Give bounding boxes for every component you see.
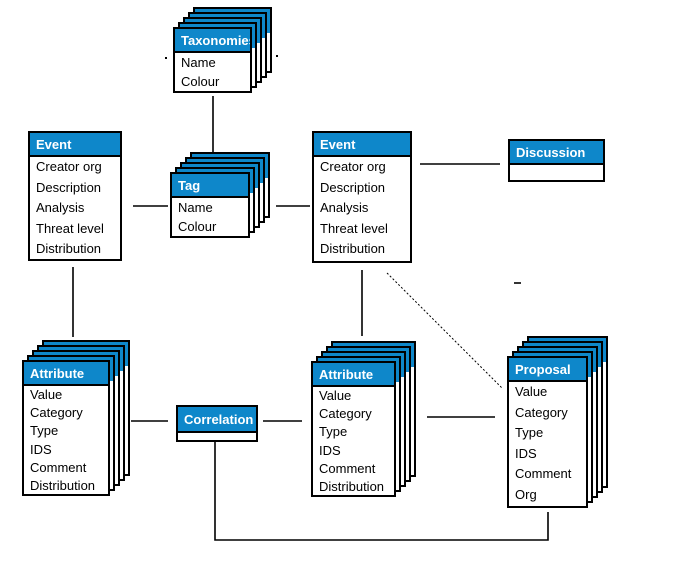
entity-field: Distribution [36,241,102,256]
entity-title: Tag [172,174,248,198]
entity-field: Analysis [36,200,85,215]
entity-field: Name [181,55,216,70]
entity-field: Description [36,179,102,195]
connector-correlation-proposal [214,442,549,541]
entity-field: IDS [319,442,341,458]
entity-field: IDS [30,441,52,457]
connector-eventcenter-proposal [386,272,504,390]
entity-title: Taxonomies [175,29,250,53]
entity-attribute-left: Attribute Value Category Type IDS Commen… [22,340,130,496]
stray-dot [276,55,278,57]
entity-event-left: Event Creator org Description Analysis T… [28,131,122,261]
entity-field: Type [515,425,544,441]
entity-field: Comment [30,459,87,475]
entity-field: Value [30,387,63,402]
entity-field: IDS [515,445,537,461]
entity-field: Analysis [320,200,369,215]
entity-proposal: Proposal Value Category Type IDS Comment… [507,336,608,508]
entity-field: Description [320,179,386,195]
entity-field: Type [319,424,348,440]
entity-field: Category [319,406,372,422]
entity-empty-body [178,433,256,440]
entity-field: Comment [319,460,376,476]
entity-title: Event [30,133,120,157]
entity-field: Value [319,388,352,403]
entity-title: Discussion [510,141,603,165]
entity-title: Correlation [178,407,256,433]
entity-tag: Tag Name Colour [170,152,270,238]
entity-field: Category [30,405,83,421]
entity-field: Creator org [320,159,386,174]
entity-field: Org [515,486,537,502]
entity-title: Attribute [24,362,108,386]
stray-dot [165,57,167,59]
entity-title: Event [314,133,410,157]
entity-event-center: Event Creator org Description Analysis T… [312,131,412,263]
entity-field: Distribution [320,241,386,256]
entity-title: Attribute [313,363,394,387]
entity-field: Name [178,200,213,215]
entity-discussion: Discussion [508,139,605,182]
entity-field: Threat level [36,220,104,236]
entity-field: Creator org [36,159,102,174]
entity-empty-body [510,165,603,178]
entity-field: Distribution [30,478,96,494]
entity-field: Threat level [320,220,388,236]
entity-field: Comment [515,466,572,482]
entity-field: Distribution [319,479,385,495]
entity-field: Colour [178,219,217,234]
entity-field: Category [515,404,568,420]
entity-correlation: Correlation [176,405,258,442]
entity-field: Colour [181,74,220,89]
entity-field: Value [515,384,548,399]
entity-taxonomies: Taxonomies Name Colour [173,7,272,93]
entity-attribute-center: Attribute Value Category Type IDS Commen… [311,341,416,497]
entity-field: Type [30,423,59,439]
entity-title: Proposal [509,358,586,382]
